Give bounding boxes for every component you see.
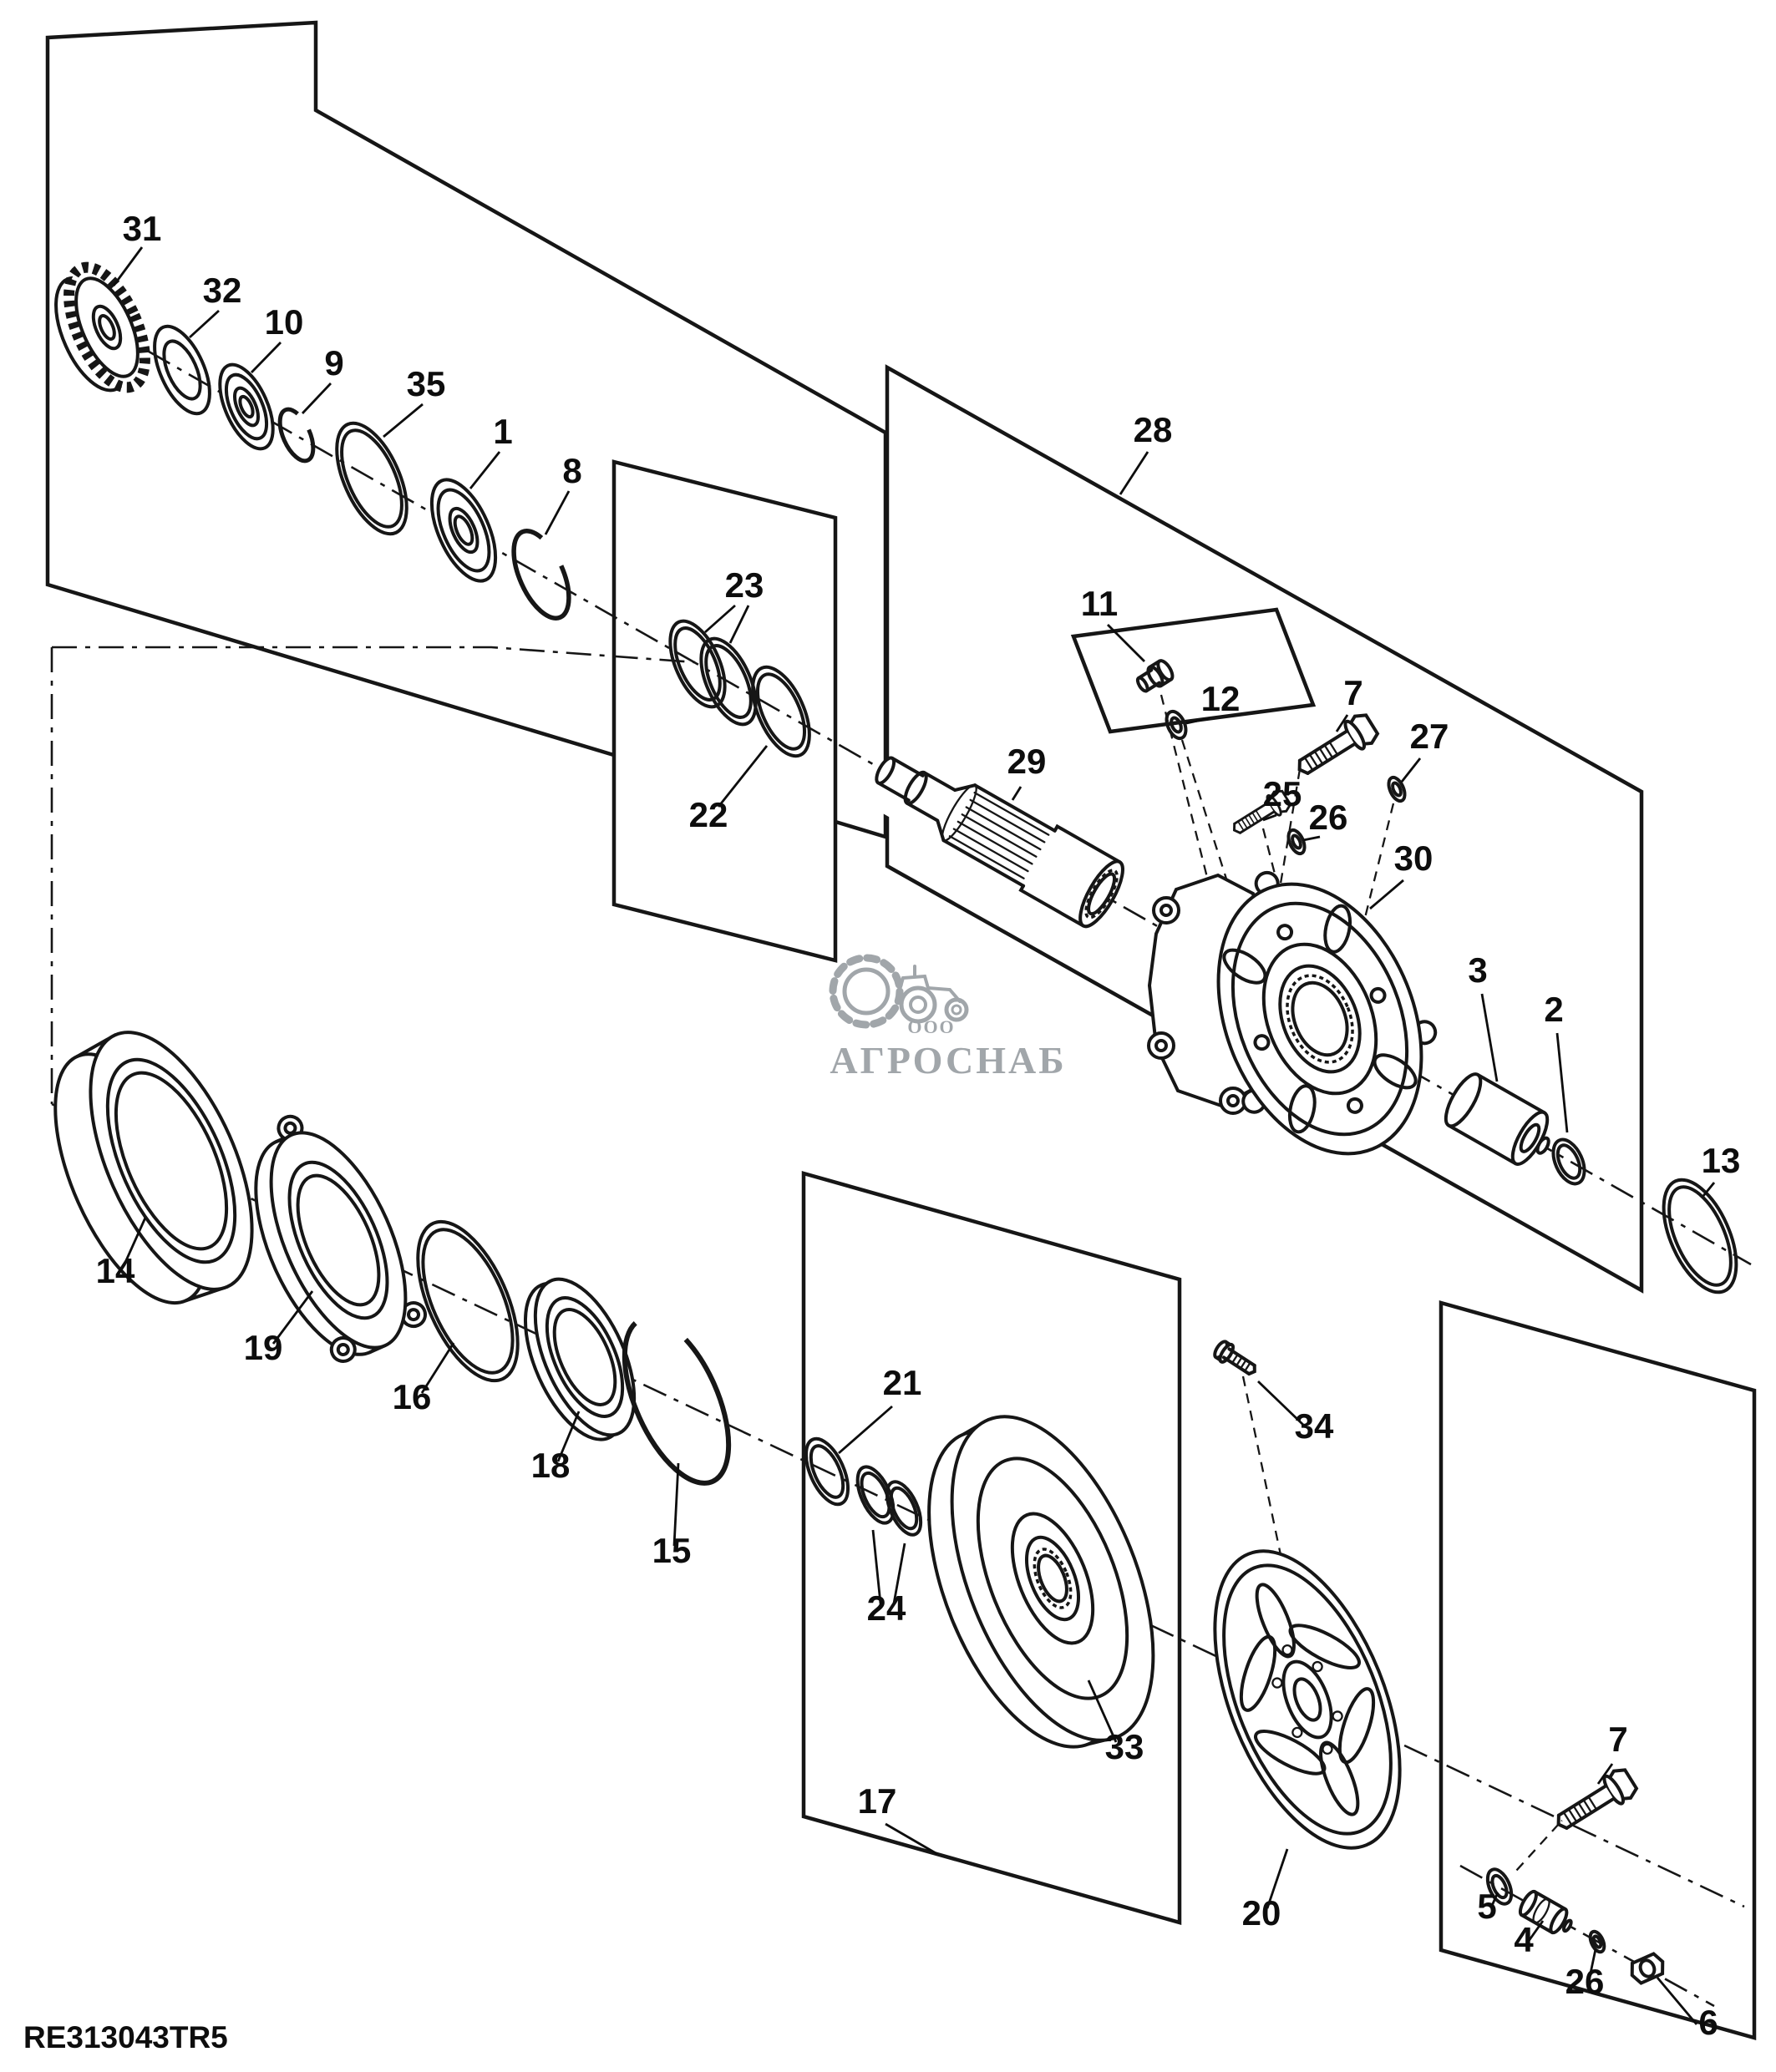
watermark-tractor-icon xyxy=(898,965,969,1024)
panel-right xyxy=(885,364,1644,1294)
part-24-seal-rings xyxy=(855,1465,923,1537)
callout-6: 6 xyxy=(1698,2003,1718,2042)
part-33-sheave xyxy=(927,1415,1155,1749)
callout-30: 30 xyxy=(1394,838,1433,878)
sheet-panels xyxy=(45,20,1757,2040)
reference-outline-left xyxy=(50,646,696,1104)
callout-26-upper: 26 xyxy=(1309,798,1348,837)
panel-lower-right xyxy=(1439,1300,1757,2040)
part-22-ring xyxy=(751,665,811,758)
callout-23: 23 xyxy=(725,565,764,605)
main-axis-lower xyxy=(51,1102,1745,1908)
callout-35: 35 xyxy=(407,364,446,403)
callout-18: 18 xyxy=(531,1446,571,1485)
callout-11: 11 xyxy=(1081,584,1118,623)
callout-7-lower: 7 xyxy=(1608,1720,1627,1759)
callout-labels: 31 32 10 9 35 1 8 23 22 28 11 12 7 27 29… xyxy=(96,209,1741,2042)
callout-31: 31 xyxy=(123,209,162,248)
part-32-washer xyxy=(153,324,211,416)
panel-middle xyxy=(611,459,838,963)
callout-24: 24 xyxy=(867,1588,906,1628)
part-7-bolt-lower xyxy=(1556,1768,1639,1830)
part-21-ring xyxy=(804,1436,850,1507)
part-4-coupler xyxy=(1518,1889,1573,1935)
callout-10: 10 xyxy=(265,302,304,342)
callout-28: 28 xyxy=(1134,410,1173,449)
part-5-washer xyxy=(1485,1867,1514,1906)
part-11-plug xyxy=(1135,659,1175,693)
part-25-bolt xyxy=(1233,789,1292,834)
parts-lower-axis xyxy=(53,1031,1402,1850)
watermark-gear-icon xyxy=(829,954,904,1029)
part-20-spider-disc xyxy=(1213,1549,1402,1850)
watermark-org-prefix: ООО xyxy=(907,1016,955,1037)
callout-25: 25 xyxy=(1263,774,1302,813)
callout-17: 17 xyxy=(858,1781,897,1821)
part-7-bolt-upper xyxy=(1297,713,1380,775)
callout-26-lower: 26 xyxy=(1565,1962,1605,2001)
callout-4: 4 xyxy=(1514,1920,1534,1959)
figure-reference-code: RE313043TR5 xyxy=(23,2020,228,2054)
callout-15: 15 xyxy=(652,1531,692,1570)
callout-9: 9 xyxy=(324,343,343,382)
callout-29: 29 xyxy=(1007,742,1047,781)
callout-19: 19 xyxy=(244,1328,283,1367)
part-8-snap-ring xyxy=(511,529,571,621)
callout-1: 1 xyxy=(493,412,512,451)
callout-27: 27 xyxy=(1410,717,1449,756)
callout-21: 21 xyxy=(883,1363,922,1402)
part-6-nut xyxy=(1630,1952,1665,1985)
part-15-snap-ring xyxy=(622,1315,732,1486)
part-1-bearing xyxy=(429,478,498,583)
panel-plug-plate xyxy=(1070,607,1317,734)
part-18-seal-bearing xyxy=(523,1277,637,1441)
part-3-cylinder xyxy=(1444,1072,1550,1166)
part-2-o-ring xyxy=(1551,1137,1586,1186)
part-23-seal-rings xyxy=(668,619,758,727)
callout-16: 16 xyxy=(393,1377,432,1416)
callout-3: 3 xyxy=(1468,950,1487,990)
part-16-gasket-ring xyxy=(416,1219,520,1383)
fastener-axis-bottom xyxy=(1459,1864,1715,2008)
callout-22: 22 xyxy=(689,795,728,834)
parts-upper-axis xyxy=(54,261,1738,1294)
watermark: ООО АГРОСНАБ xyxy=(829,954,1066,1082)
callout-34: 34 xyxy=(1295,1406,1334,1446)
part-14-drum xyxy=(53,1031,254,1305)
callout-leaders xyxy=(112,246,1716,2025)
part-29-shaft xyxy=(865,736,1124,929)
part-13-o-ring xyxy=(1662,1178,1738,1294)
spider-slots xyxy=(1239,1583,1376,1816)
part-35-ring xyxy=(335,421,408,536)
callout-12: 12 xyxy=(1201,679,1241,718)
part-26-washer-upper xyxy=(1286,828,1307,856)
callout-13: 13 xyxy=(1702,1141,1741,1180)
flange-slots xyxy=(1222,904,1418,1134)
part-19-flange-housing xyxy=(254,1114,428,1363)
part-30-flange xyxy=(1216,870,1438,1156)
callout-2: 2 xyxy=(1544,990,1563,1029)
callout-33: 33 xyxy=(1105,1727,1144,1766)
callout-5: 5 xyxy=(1477,1887,1496,1926)
fasteners xyxy=(1135,659,1665,1985)
part-26-washer-lower xyxy=(1588,1929,1606,1954)
part-12-washer xyxy=(1165,709,1188,741)
part-27-washer xyxy=(1387,775,1407,803)
callout-20: 20 xyxy=(1242,1893,1281,1933)
part-10-bearing xyxy=(218,362,275,451)
callout-7-upper: 7 xyxy=(1343,673,1362,712)
part-34-screw xyxy=(1213,1340,1256,1376)
callout-14: 14 xyxy=(96,1251,135,1290)
callout-32: 32 xyxy=(203,271,242,310)
callout-8: 8 xyxy=(562,451,581,490)
watermark-org-name: АГРОСНАБ xyxy=(830,1039,1066,1082)
part-31-gear xyxy=(54,261,150,393)
